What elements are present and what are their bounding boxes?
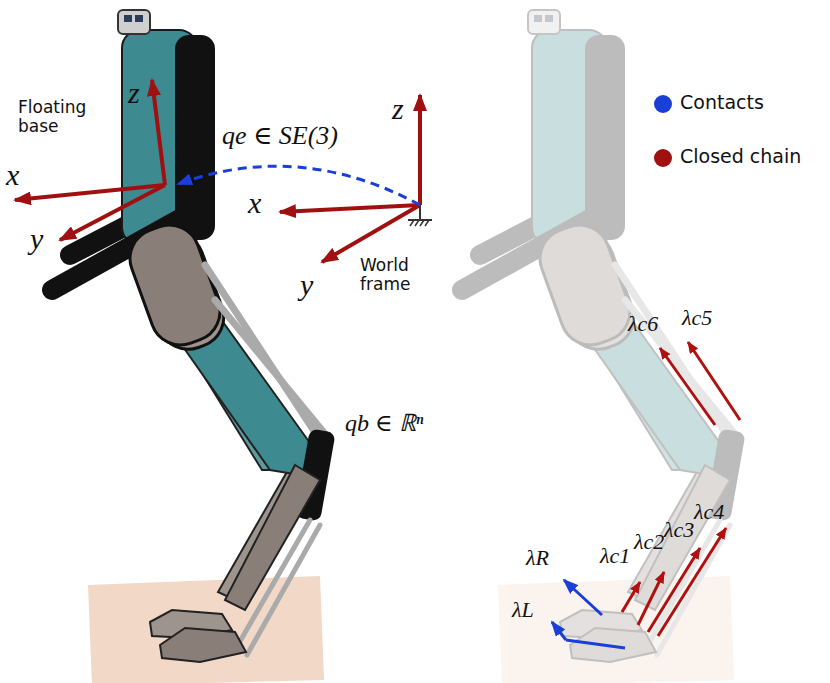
legend-swatch [654,149,672,167]
force-label: λc6 [628,312,658,336]
axis-label: z [392,92,404,125]
axis-label: y [300,268,313,301]
force-label: λc1 [600,544,630,568]
force-label: λc3 [664,518,694,542]
axis-label: x [248,186,261,219]
axis-label: y [30,222,43,255]
transform-label: qe ∈ SE(3) [222,122,338,151]
force-label: λc4 [694,500,724,524]
joint-label: qb ∈ ℝⁿ [345,410,423,436]
force-label: λR [526,546,549,570]
legend-swatch [654,95,672,113]
frame-name: Floating base [18,98,108,135]
axis-label: x [6,158,19,191]
axis-label: z [128,76,140,109]
force-label: λL [512,598,534,622]
legend-text: Closed chain [680,146,801,167]
force-label: λc5 [682,306,712,330]
legend-text: Contacts [680,92,764,113]
frame-name: World frame [360,256,430,293]
force-label: λc2 [634,530,664,554]
